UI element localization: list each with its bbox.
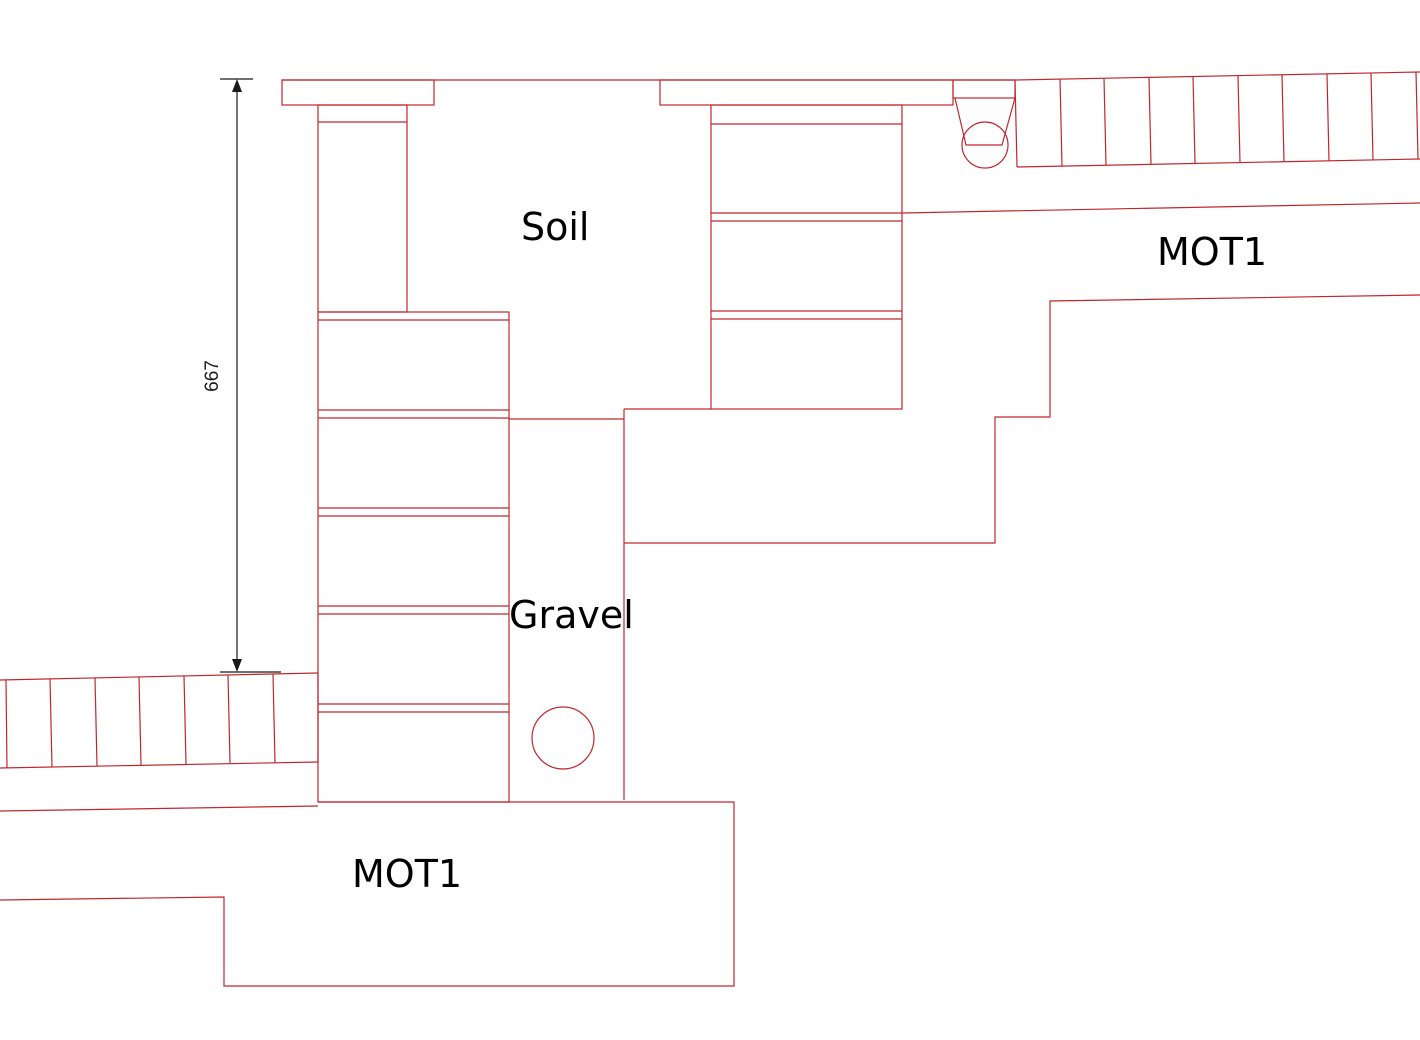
dimension-value: 667 — [202, 360, 223, 392]
mot1-upper-base — [624, 202, 1420, 544]
dimension-arrow-top — [232, 79, 242, 92]
gravel-zone — [509, 408, 711, 800]
height-dimension: 667 — [202, 78, 281, 673]
coping-stone-left — [281, 79, 435, 106]
mot1-lower-label: MOT1 — [352, 852, 462, 896]
dimension-arrow-bottom — [232, 659, 242, 672]
coping-stone-right — [659, 79, 954, 106]
lower-wall-blocks — [317, 311, 510, 803]
coping-stones — [281, 79, 1016, 106]
upper-wall-block — [317, 104, 408, 313]
coping-stone-edge — [952, 79, 1016, 99]
drain-pipe-lower — [531, 706, 595, 770]
mot1-lower-base — [0, 801, 735, 987]
paving-upper-right — [1014, 71, 1420, 168]
right-wall-blocks — [710, 104, 903, 410]
drain-pipe-upper — [954, 97, 1016, 169]
soil-label: Soil — [521, 205, 590, 249]
mot1-upper-label: MOT1 — [1157, 230, 1267, 274]
gravel-label: Gravel — [509, 593, 634, 637]
paving-lower-left — [0, 672, 319, 769]
